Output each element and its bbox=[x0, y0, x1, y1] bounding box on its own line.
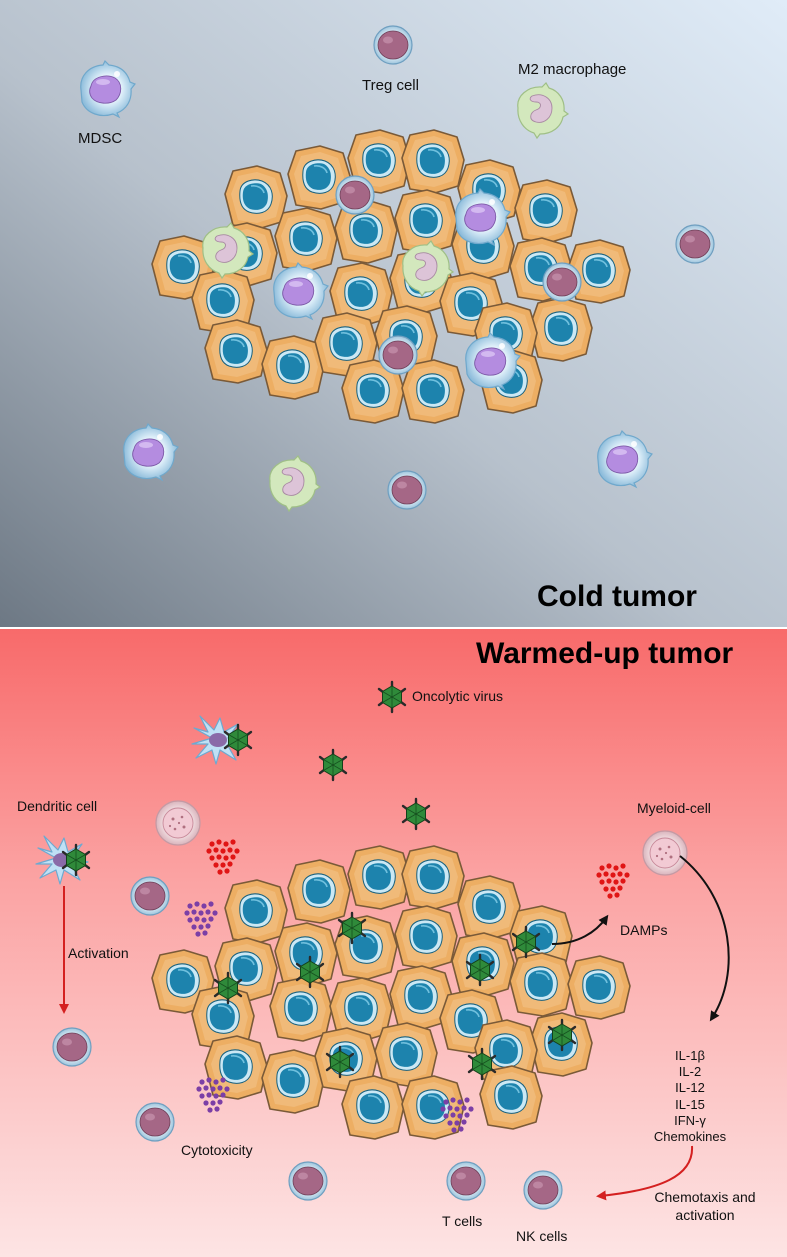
damps-release-arrow bbox=[551, 914, 609, 945]
damps-label: DAMPs bbox=[620, 922, 668, 938]
t-cell-icon bbox=[446, 1161, 486, 1201]
m2-macrophage-label: M2 macrophage bbox=[518, 61, 627, 78]
mdsc-label: MDSC bbox=[78, 130, 123, 147]
myeloid-cell-icon bbox=[642, 830, 688, 876]
oncolytic-virus-label: Oncolytic virus bbox=[412, 688, 504, 704]
cytokine-item: Chemokines bbox=[653, 1129, 727, 1145]
cytokine-item: IL-12 bbox=[675, 1080, 705, 1096]
cytokine-item: IL-2 bbox=[678, 1064, 702, 1080]
cytokine-item: IL-1β bbox=[675, 1048, 705, 1063]
treg-cell-label: Treg cell bbox=[362, 77, 419, 94]
t-cell-icon bbox=[288, 1161, 328, 1201]
cytokine-list: IL-1β IL-2 IL-12 IL-15 IFN-γ Chemokines bbox=[640, 1048, 740, 1145]
t-cell-icon bbox=[135, 1102, 175, 1142]
nk-cell-icon bbox=[523, 1170, 563, 1210]
cytotoxicity-label: Cytotoxicity bbox=[181, 1142, 253, 1158]
warmed-up-tumor-title: Warmed-up tumor bbox=[476, 637, 734, 670]
t-cells-label: T cells bbox=[442, 1213, 483, 1229]
t-cell-icon bbox=[52, 1027, 92, 1067]
cold-tumor-title: Cold tumor bbox=[537, 580, 697, 613]
myeloid-cell-label: Myeloid-cell bbox=[637, 800, 711, 816]
cytokine-item: IL-15 bbox=[675, 1096, 705, 1112]
treg-cell-icon bbox=[387, 470, 427, 510]
chemotaxis-label: Chemotaxis and activation bbox=[650, 1188, 760, 1224]
treg-cell-icon bbox=[373, 25, 413, 65]
chemotaxis-label-line: activation bbox=[675, 1207, 735, 1223]
t-cell-icon bbox=[130, 876, 170, 916]
dendritic-cell-label: Dendritic cell bbox=[17, 798, 98, 814]
myeloid-cell-icon bbox=[155, 800, 201, 846]
cytokine-item: IFN-γ bbox=[674, 1112, 706, 1128]
treg-cell-icon bbox=[675, 224, 715, 264]
cytokine-secretion-arrow bbox=[679, 855, 730, 1022]
activation-label: Activation bbox=[68, 945, 129, 961]
chemotaxis-arrow bbox=[596, 1145, 694, 1201]
nk-cells-label: NK cells bbox=[516, 1228, 568, 1244]
chemotaxis-label-line: Chemotaxis and bbox=[654, 1189, 756, 1205]
